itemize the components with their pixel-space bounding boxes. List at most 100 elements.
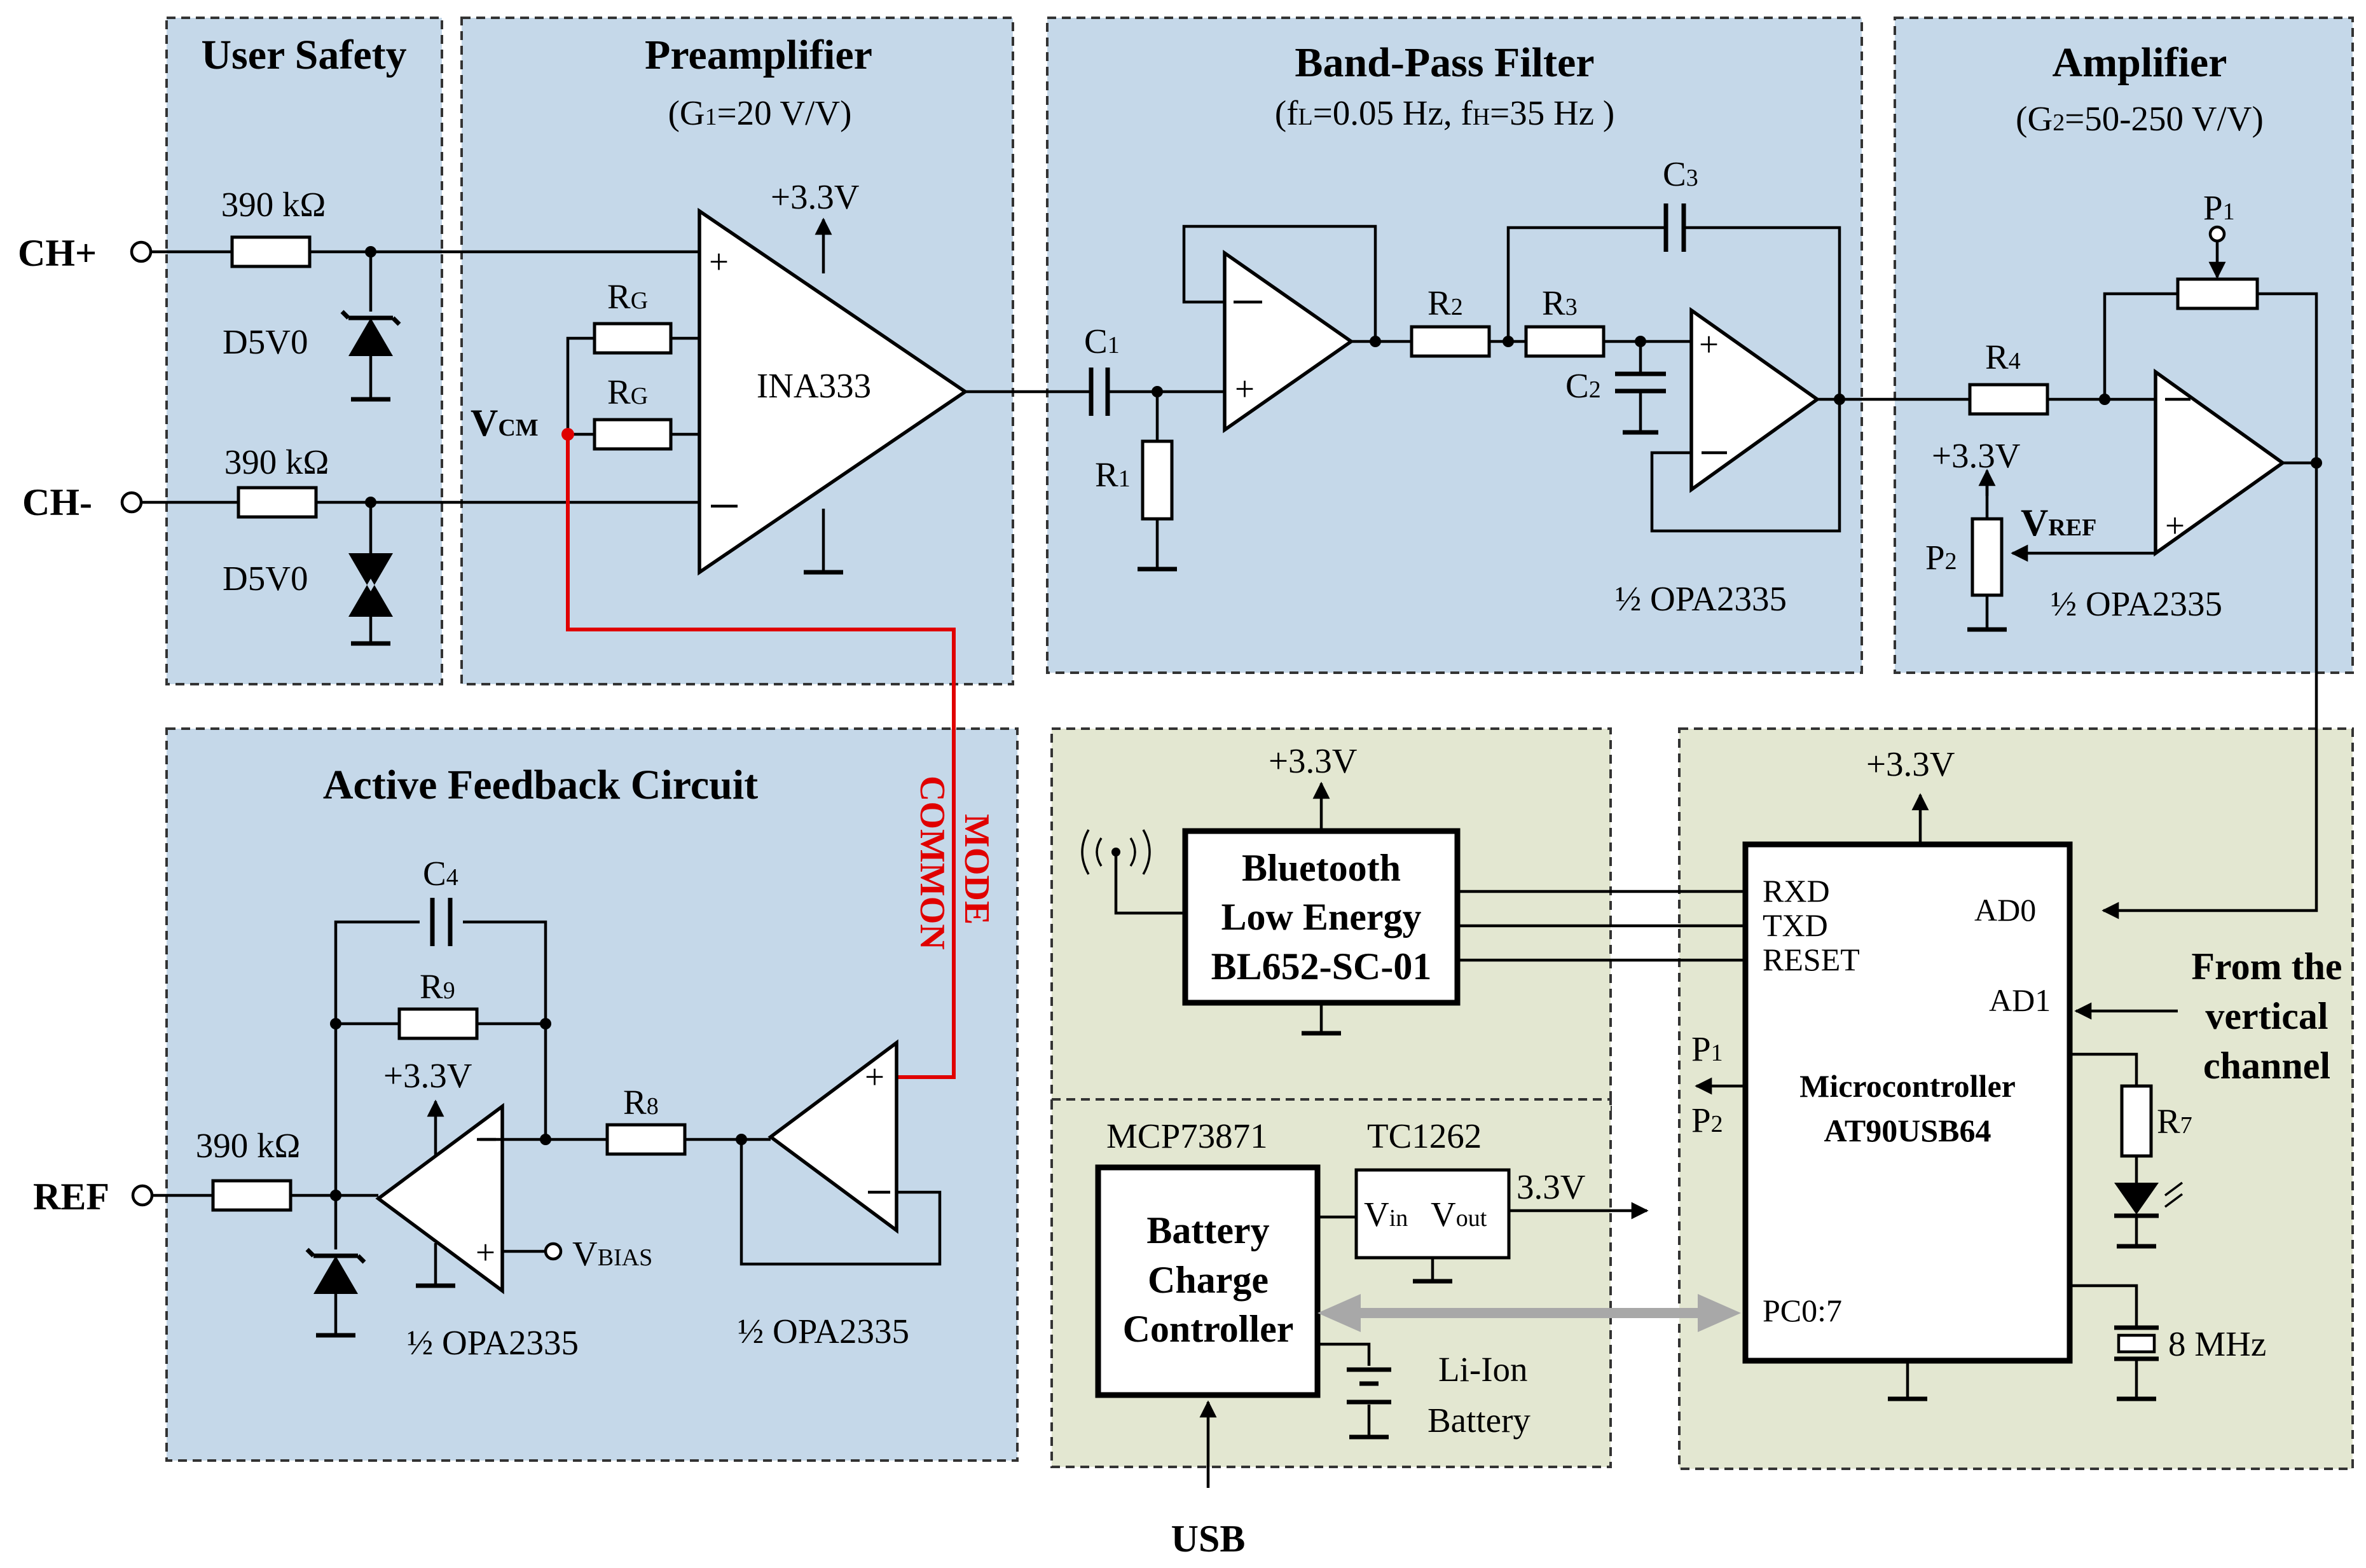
crystal-icon (2114, 1325, 2159, 1361)
mcu-reset-pin: RESET (1763, 942, 1860, 977)
c4-label: C4 (423, 854, 458, 893)
battery-charge-controller (1095, 1164, 1321, 1398)
led-wire (2070, 1052, 2138, 1246)
band-pass-cutoffs: (fL=0.05 Hz, fH=35 Hz ) (1275, 93, 1614, 132)
vref-label: VREF (2021, 502, 2096, 544)
rg-top-label: RG (607, 277, 648, 316)
crystal-wire (2070, 1284, 2138, 1399)
resistor-390k-ref-label: 390 kΩ (196, 1126, 301, 1165)
bluetooth-line2: Low Energy (1221, 896, 1422, 938)
mode-label: MODE (957, 814, 996, 925)
antenna-wire (1114, 855, 1185, 915)
potentiometer-p2 (1971, 517, 2004, 597)
battery-wire (1317, 1342, 1371, 1366)
active-feedback-title: Active Feedback Circuit (323, 762, 758, 808)
led-rays-icon (2164, 1181, 2184, 1208)
band-pass-ic-label: ½ OPA2335 (1615, 579, 1787, 618)
mcu-p1-label: P1 (1691, 1029, 1723, 1068)
c1-label: C1 (1084, 322, 1120, 361)
mcu-ad1-pin: AD1 (1989, 982, 2051, 1018)
r3-label: R3 (1542, 284, 1578, 322)
diode-top-label: D5V0 (223, 322, 308, 361)
ch-minus-label: CH- (22, 481, 92, 523)
amp-supply-label: +3.3V (1932, 436, 2021, 475)
r9-label: R9 (420, 967, 455, 1006)
mcu-rxd-pin: RXD (1763, 873, 1830, 909)
ref-terminal[interactable] (131, 1184, 154, 1207)
common-mode-label: COMMON (912, 776, 952, 950)
preamp-supply-label: +3.3V (771, 177, 860, 216)
junction-dot (2311, 457, 2322, 469)
common-mode-wire[interactable] (566, 434, 956, 1079)
vcm-label: VCM (471, 402, 539, 444)
buffer-plus: + (1235, 369, 1255, 408)
p1-label: P1 (2203, 188, 2235, 227)
r2-label: R2 (1427, 284, 1463, 322)
resistor-r4 (1968, 383, 2049, 416)
ina333-amplifier (698, 207, 968, 576)
mcu-supply-label: +3.3V (1866, 745, 1955, 783)
sallen-key-plus: + (1699, 325, 1719, 364)
bluetooth-line1: Bluetooth (1242, 847, 1401, 889)
uart-wires (1457, 890, 1745, 962)
tvs-diode-top (348, 318, 393, 356)
capacitor-c4 (430, 898, 453, 946)
ldo-regulator (1354, 1168, 1511, 1260)
amplifier-title: Amplifier (2053, 39, 2227, 86)
resistor-390k-bottom (237, 486, 318, 519)
tvs-diode-bottom (348, 553, 393, 617)
feedback-right-plus: + (865, 1057, 884, 1096)
resistor-rg-top (593, 322, 673, 355)
feedback-ic-right-label: ½ OPA2335 (738, 1312, 909, 1351)
feedback-left-inputs (502, 1138, 546, 1253)
mcu-ad0-pin: AD0 (1974, 892, 2036, 928)
output-wire (2101, 461, 2318, 919)
capacitor-c2 (1615, 371, 1666, 394)
vbias-terminal[interactable] (544, 1242, 563, 1261)
sallen-key-opamp (1689, 306, 1820, 493)
bus-arrowhead-right (1698, 1294, 1741, 1332)
ch-plus-label: CH+ (18, 232, 97, 274)
usb-label: USB (1171, 1518, 1246, 1560)
tvs-diode-ref (313, 1256, 358, 1294)
feedback-opamp-left (375, 1103, 504, 1295)
ch-minus-terminal[interactable] (120, 491, 143, 514)
resistor-390k-top-label: 390 kΩ (221, 185, 326, 224)
feedback-right-buffer (739, 1139, 942, 1266)
user-safety-title: User Safety (201, 32, 406, 78)
potentiometer-p1 (2176, 277, 2259, 310)
rg-bottom-label: RG (607, 373, 648, 411)
feedback-left-plus: + (476, 1233, 495, 1272)
amplifier-ic-label: ½ OPA2335 (2051, 584, 2222, 623)
tvs-ref-wire (334, 920, 547, 1195)
ina333-label: INA333 (757, 366, 871, 405)
tvs-diode-top-bar (340, 310, 401, 326)
resistor-r3 (1524, 325, 1606, 358)
ch-plus-terminal[interactable] (130, 240, 153, 263)
c2-label: C2 (1565, 366, 1601, 405)
capacitor-c3 (1663, 203, 1686, 252)
vbias-label: VBIAS (572, 1234, 652, 1273)
buffer-opamp (1223, 249, 1354, 434)
r1-label: R1 (1095, 455, 1131, 494)
capacitor-c1 (1089, 368, 1110, 416)
crystal-label: 8 MHz (2168, 1324, 2266, 1363)
battery-label-line1: Li-Ion (1438, 1350, 1528, 1389)
charger-line1: Battery (1146, 1209, 1269, 1251)
p1-wiper-terminal (2208, 225, 2226, 243)
feedback-ic-left-label: ½ OPA2335 (407, 1323, 579, 1362)
bluetooth-supply-label: +3.3V (1269, 741, 1358, 780)
mcu-txd-pin: TXD (1763, 907, 1828, 943)
vin-label: Vin (1364, 1195, 1408, 1234)
external-line3: channel (2203, 1045, 2330, 1087)
ina333-plus: + (709, 242, 729, 281)
led-icon (2114, 1183, 2159, 1214)
mcu-name-line1: Microcontroller (1799, 1068, 2016, 1104)
r7-label: R7 (2157, 1102, 2192, 1141)
resistor-rg-bottom (593, 418, 673, 451)
resistor-390k-bottom-label: 390 kΩ (224, 443, 329, 481)
mcu-p2-label: P2 (1691, 1101, 1723, 1139)
junction-dot (540, 1018, 551, 1029)
antenna-waves-icon (1081, 829, 1151, 875)
